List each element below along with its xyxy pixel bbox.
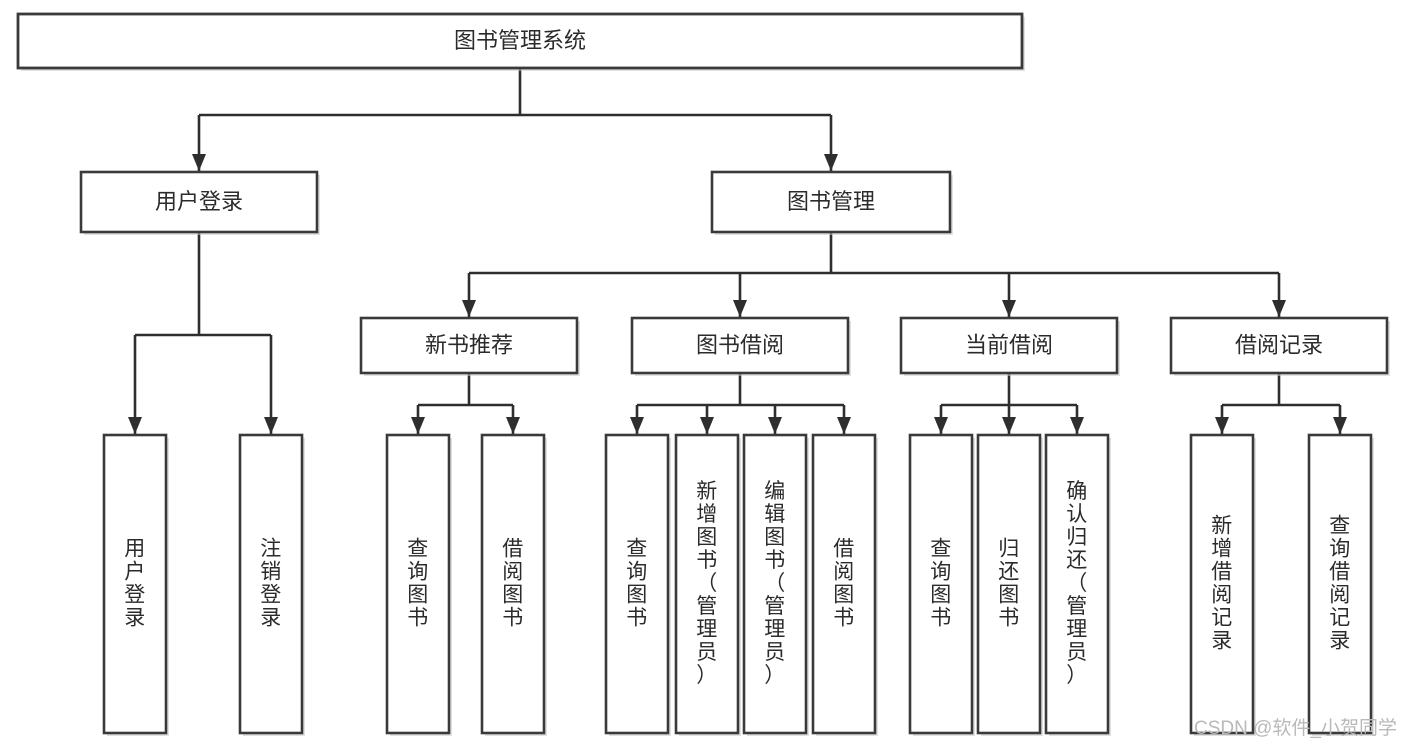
node-label: 借阅图书 — [502, 537, 524, 629]
node-box[interactable] — [238, 433, 304, 735]
connector-group — [128, 232, 278, 434]
node-layer: 图书管理系统用户登录图书管理新书推荐图书借阅当前借阅借阅记录用户登录注销登录查询… — [16, 12, 1390, 736]
node-label: 查询借阅记录 — [1329, 514, 1351, 652]
node-label: 归还图书 — [998, 537, 1020, 629]
node-label: 查询图书 — [626, 537, 648, 629]
node-box[interactable] — [480, 433, 546, 735]
node-leaf-user-login[interactable]: 用户登录 — [102, 433, 169, 736]
node-leaf-query-book-borrow[interactable]: 查询图书 — [604, 433, 671, 736]
node-box[interactable] — [976, 433, 1042, 735]
node-label: 图书借阅 — [696, 332, 784, 357]
node-box[interactable] — [742, 433, 808, 735]
node-book-borrow[interactable]: 图书借阅 — [630, 316, 851, 376]
arrow-head — [506, 417, 520, 434]
arrow-head — [934, 417, 948, 434]
arrow-head — [700, 417, 714, 434]
node-box[interactable] — [102, 433, 168, 735]
arrow-head — [1070, 417, 1084, 434]
node-borrow-record[interactable]: 借阅记录 — [1169, 316, 1390, 376]
arrow-head — [1002, 300, 1016, 317]
node-label: 注销登录 — [260, 537, 282, 629]
arrow-head — [630, 417, 644, 434]
node-box[interactable] — [604, 433, 670, 735]
node-box[interactable] — [79, 170, 319, 234]
arrow-head — [1215, 417, 1229, 434]
arrow-head — [733, 300, 747, 317]
connector-group — [630, 373, 851, 434]
connector-group — [192, 68, 838, 171]
node-user-login[interactable]: 用户登录 — [79, 170, 320, 235]
node-book-management[interactable]: 图书管理 — [710, 170, 953, 235]
arrow-head — [1333, 417, 1347, 434]
arrow-head — [837, 417, 851, 434]
node-label: 新增借阅记录 — [1211, 514, 1233, 652]
node-leaf-borrow-book[interactable]: 借阅图书 — [811, 433, 878, 736]
node-system[interactable]: 图书管理系统 — [16, 12, 1025, 71]
node-box[interactable] — [674, 433, 740, 735]
node-box[interactable] — [385, 433, 451, 735]
node-leaf-confirm-return[interactable]: 确认归还（管理员） — [1044, 433, 1111, 736]
node-label: 图书管理 — [787, 189, 875, 214]
node-current-borrow[interactable]: 当前借阅 — [899, 316, 1120, 376]
node-leaf-add-book[interactable]: 新增图书（管理员） — [674, 433, 741, 736]
node-box[interactable] — [1169, 316, 1389, 375]
node-label: 查询图书 — [930, 537, 952, 629]
node-leaf-query-book-current[interactable]: 查询图书 — [908, 433, 975, 736]
node-leaf-query-book-rec[interactable]: 查询图书 — [385, 433, 452, 736]
connector-group — [1215, 373, 1347, 434]
arrow-head — [264, 417, 278, 434]
connector-group — [934, 373, 1084, 434]
node-leaf-borrow-book-rec[interactable]: 借阅图书 — [480, 433, 547, 736]
arrow-head — [824, 154, 838, 171]
node-box[interactable] — [1189, 433, 1255, 735]
node-label: 编辑图书（管理员） — [764, 480, 786, 687]
node-label: 当前借阅 — [965, 332, 1053, 357]
node-box[interactable] — [16, 12, 1024, 70]
node-box[interactable] — [1044, 433, 1110, 735]
node-box[interactable] — [1307, 433, 1373, 735]
node-box[interactable] — [899, 316, 1119, 375]
node-label: 借阅记录 — [1235, 332, 1323, 357]
arrow-head — [128, 417, 142, 434]
arrow-head — [1272, 300, 1286, 317]
node-label: 查询图书 — [407, 537, 429, 629]
node-new-book-recommend[interactable]: 新书推荐 — [359, 316, 580, 376]
node-box[interactable] — [630, 316, 850, 375]
arrow-head — [462, 300, 476, 317]
node-leaf-query-record[interactable]: 查询借阅记录 — [1307, 433, 1374, 736]
node-label: 用户登录 — [155, 189, 243, 214]
node-label: 新增图书（管理员） — [696, 480, 718, 687]
node-box[interactable] — [811, 433, 877, 735]
node-label: 用户登录 — [124, 537, 146, 629]
connector-layer — [128, 68, 1347, 434]
arrow-head — [192, 154, 206, 171]
node-box[interactable] — [359, 316, 579, 375]
arrow-head — [411, 417, 425, 434]
csdn-watermark: CSDN @软件_小贺同学 — [1194, 717, 1397, 739]
node-label: 新书推荐 — [425, 332, 513, 357]
node-leaf-return-book[interactable]: 归还图书 — [976, 433, 1043, 736]
node-box[interactable] — [908, 433, 974, 735]
node-box[interactable] — [710, 170, 952, 234]
arrow-head — [1002, 417, 1016, 434]
node-label: 借阅图书 — [833, 537, 855, 629]
arrow-head — [768, 417, 782, 434]
node-leaf-edit-book[interactable]: 编辑图书（管理员） — [742, 433, 809, 736]
node-label: 确认归还（管理员） — [1066, 480, 1088, 687]
node-leaf-add-record[interactable]: 新增借阅记录 — [1189, 433, 1256, 736]
connector-group — [462, 232, 1286, 317]
connector-group — [411, 373, 520, 434]
node-label: 图书管理系统 — [454, 28, 586, 53]
node-leaf-logout[interactable]: 注销登录 — [238, 433, 305, 736]
